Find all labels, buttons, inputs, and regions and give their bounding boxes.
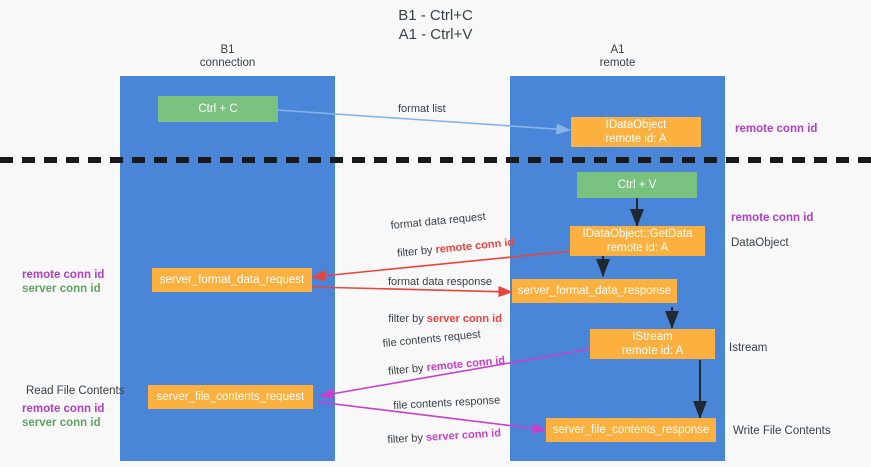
filter-key-remote-conn-id: remote conn id [425, 354, 506, 375]
node-ctrl-v-label: Ctrl + V [617, 179, 657, 191]
annotation-left-server-conn-id: server conn id [22, 283, 101, 295]
filter-prefix: filter by [387, 362, 428, 378]
node-ctrl-v[interactable]: Ctrl + V [577, 172, 697, 198]
page-title: B1 - Ctrl+C A1 - Ctrl+V [398, 7, 473, 43]
node-idataobject-label: IDataObject [605, 119, 667, 131]
node-server-file-contents-response[interactable]: server_file_contents_response [546, 418, 716, 442]
node-server-file-contents-response-label: server_file_contents_response [552, 424, 710, 436]
node-ctrl-c-label: Ctrl + C [198, 103, 238, 115]
node-getdata-remote-id: remote id: A [606, 242, 669, 254]
node-getdata-label: IDataObject::GetData [582, 228, 693, 240]
node-server-file-contents-request-label: server_file_contents_request [156, 391, 305, 403]
node-server-format-data-response-label: server_format_data_response [517, 285, 672, 297]
edge-label-format-data-response: format data response [388, 276, 492, 288]
node-server-file-contents-request[interactable]: server_file_contents_request [148, 385, 313, 409]
node-istream-label: IStream [632, 331, 673, 343]
annotation-left-read-file-contents: Read File Contents [26, 385, 125, 397]
filter-key-server-conn-id: server conn id [426, 313, 502, 325]
annotation-right-istream: Istream [729, 342, 768, 354]
annotation-left-remote-conn-id-2: remote conn id [22, 403, 105, 415]
node-idataobject-getdata[interactable]: IDataObject::GetData remote id: A [570, 226, 705, 256]
edge-label-format-data-response-filter: filter by server conn id [376, 298, 502, 340]
node-istream[interactable]: IStream remote id: A [590, 329, 715, 359]
node-server-format-data-request-label: server_format_data_request [159, 274, 305, 286]
node-idataobject[interactable]: IDataObject remote id: A [571, 117, 701, 147]
edge-label-format-list: format list [398, 103, 446, 115]
edge-label-file-contents-response-filter: filter by server conn id [374, 412, 502, 462]
column-header-a1: A1 remote [599, 44, 636, 69]
annotation-right-dataobject: DataObject [731, 237, 789, 249]
annotation-right-remote-conn-id-mid: remote conn id [731, 212, 814, 224]
filter-prefix: filter by [396, 244, 437, 260]
annotation-right-remote-conn-id-top: remote conn id [735, 123, 818, 135]
phase-divider [0, 157, 871, 163]
annotation-right-write-file-contents: Write File Contents [733, 425, 831, 437]
filter-prefix: filter by [387, 431, 427, 447]
filter-prefix: filter by [388, 313, 427, 325]
column-header-b1: B1 connection [199, 44, 256, 69]
filter-key-server-conn-id: server conn id [425, 427, 502, 444]
edge-label-file-contents-response: file contents response [393, 394, 501, 412]
filter-key-remote-conn-id: remote conn id [434, 236, 515, 257]
annotation-left-server-conn-id-2: server conn id [22, 417, 101, 429]
node-istream-remote-id: remote id: A [621, 345, 684, 357]
annotation-left-remote-conn-id: remote conn id [22, 269, 105, 281]
node-idataobject-remote-id: remote id: A [605, 133, 667, 145]
node-ctrl-c[interactable]: Ctrl + C [158, 96, 278, 122]
node-server-format-data-request[interactable]: server_format_data_request [152, 268, 312, 292]
node-server-format-data-response[interactable]: server_format_data_response [512, 279, 677, 303]
